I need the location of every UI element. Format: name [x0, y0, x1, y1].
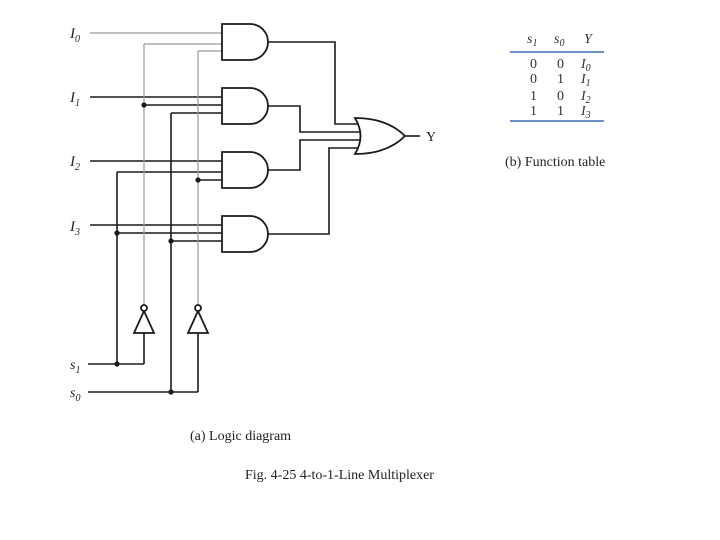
and0-output: [268, 41, 362, 125]
cell-s1: 0: [530, 57, 537, 72]
cell-s0: 1: [557, 104, 564, 119]
cell-y: I2: [580, 89, 591, 106]
caption-function-table: (b) Function table: [505, 155, 605, 170]
inversion-bubble: [194, 304, 202, 312]
input-label-i0: I0: [69, 26, 80, 45]
triangle-shape: [186, 308, 210, 334]
select-wires: [88, 363, 198, 393]
table-row: 0 1 I1: [530, 72, 591, 89]
table-header-s0: s0: [554, 32, 564, 49]
triangle-shape: [132, 308, 156, 334]
table-row: 1 1 I3: [530, 104, 591, 121]
junction-dot: [114, 361, 120, 367]
junction-dot: [168, 389, 174, 395]
or-gate: [353, 117, 407, 155]
and3-output: [268, 147, 362, 235]
table-header-y: Y: [584, 32, 594, 47]
cell-s0: 1: [557, 72, 564, 87]
and-gate-0: [221, 23, 269, 61]
cell-s1: 1: [530, 104, 537, 119]
table-row: 0 0 I0: [530, 57, 591, 74]
junction-dots: [114, 102, 201, 395]
cell-s1: 1: [530, 89, 537, 104]
and-gate-1: [221, 87, 269, 125]
cell-s0: 0: [557, 89, 564, 104]
select-label-s0: s0: [70, 386, 80, 404]
output-label-y: Y: [426, 130, 436, 145]
table-row: 1 0 I2: [530, 89, 591, 106]
function-table: s1 s0 Y 0 0 I0 0 1 I1 1 0 I2 1 1 I3: [510, 32, 604, 122]
inversion-bubble: [140, 304, 148, 312]
figure-caption: Fig. 4-25 4-to-1-Line Multiplexer: [245, 468, 434, 483]
cell-s0: 0: [557, 57, 564, 72]
cell-y: I0: [580, 57, 591, 74]
and1-output: [268, 105, 364, 133]
and-output-wires: [268, 41, 364, 235]
caption-logic-diagram: (a) Logic diagram: [190, 429, 291, 444]
junction-dot: [141, 102, 147, 108]
table-header-s1: s1: [527, 32, 537, 49]
input-wires: [90, 32, 222, 226]
junction-dot: [168, 238, 174, 244]
cell-y: I3: [580, 104, 591, 121]
junction-dot: [114, 230, 120, 236]
and2-output: [268, 139, 364, 171]
cell-y: I1: [580, 72, 591, 89]
and-gate-3: [221, 215, 269, 253]
and-gate-2: [221, 151, 269, 189]
input-label-i2: I2: [69, 154, 80, 173]
input-label-i3: I3: [69, 219, 80, 238]
not-gate-s0: [186, 304, 210, 334]
not-gate-s1: [132, 304, 156, 334]
input-label-i1: I1: [69, 90, 80, 109]
cell-s1: 0: [530, 72, 537, 87]
select-label-s1: s1: [70, 358, 80, 376]
junction-dot: [195, 177, 201, 183]
